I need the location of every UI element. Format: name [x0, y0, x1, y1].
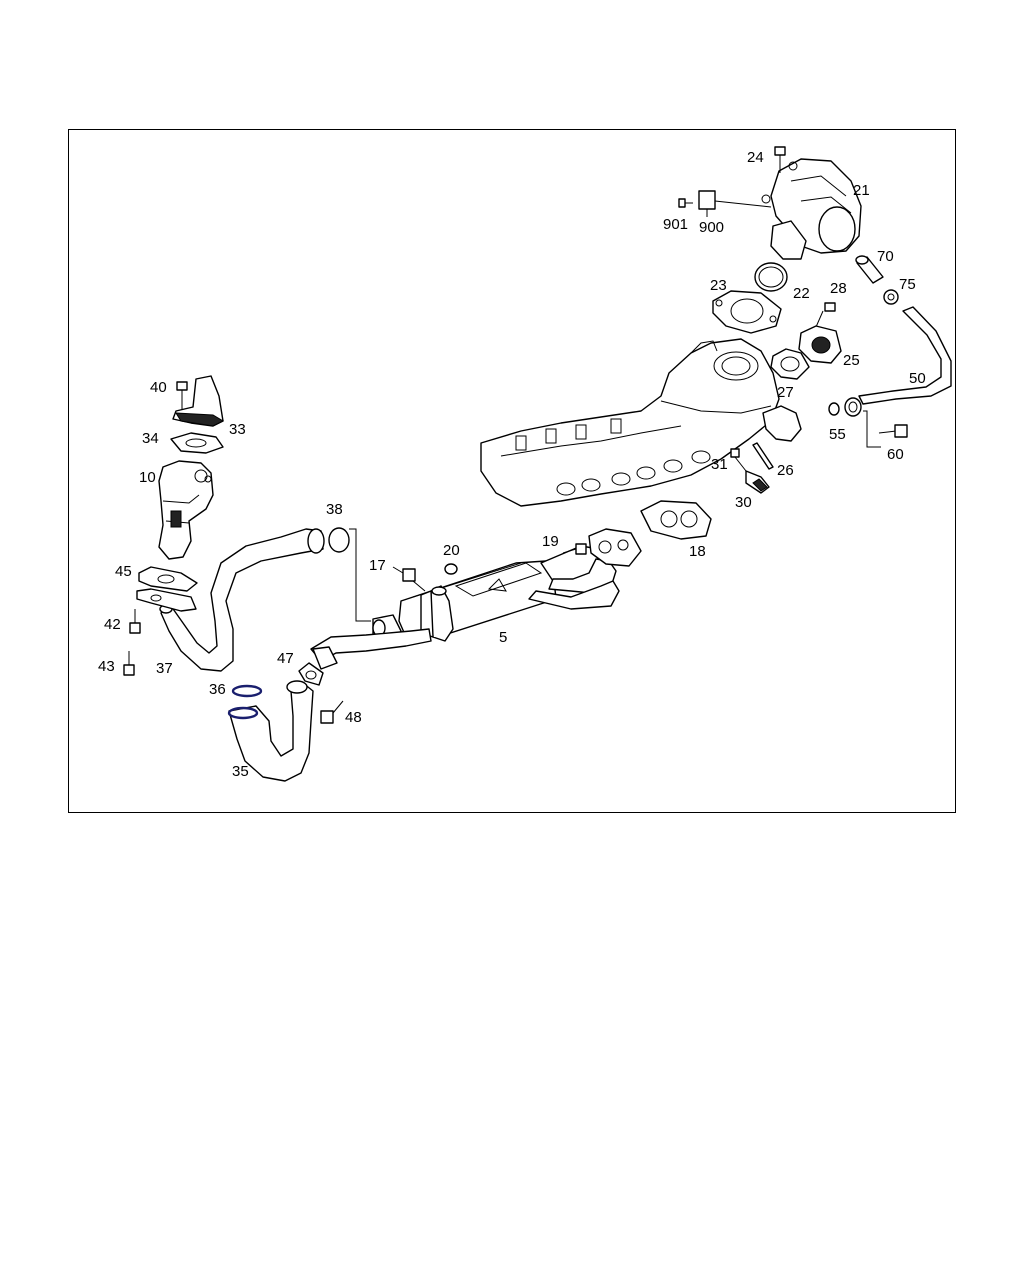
part-50-pipe [858, 306, 952, 405]
part-23-gasket [712, 290, 782, 334]
label-36: 36 [209, 681, 226, 698]
label-900: 900 [699, 219, 724, 236]
part-35-pipe [227, 680, 314, 782]
part-37-pipe [159, 528, 325, 672]
label-31: 31 [711, 456, 728, 473]
label-43: 43 [98, 658, 115, 675]
part-45-gasket [138, 566, 198, 592]
label-40: 40 [150, 379, 167, 396]
label-5: 5 [499, 629, 507, 646]
part-43-bolt [123, 651, 135, 676]
label-28: 28 [830, 280, 847, 297]
part-40-bolt [176, 381, 188, 409]
part-30-clamp [745, 470, 770, 494]
label-17: 17 [369, 557, 386, 574]
part-70-sleeve [855, 255, 884, 284]
part-19-bolt [562, 543, 587, 555]
label-38: 38 [326, 501, 343, 518]
label-30: 30 [735, 494, 752, 511]
part-50-banjo [844, 397, 862, 417]
cylinder-head-outline [480, 338, 780, 507]
part-labels: 24 21 901 900 70 75 23 22 28 25 50 27 55… [98, 149, 926, 780]
part-60-bolt [863, 410, 908, 448]
label-21: 21 [853, 182, 870, 199]
label-23: 23 [710, 277, 727, 294]
part-36-o-ring [231, 684, 263, 698]
label-20: 20 [443, 542, 460, 559]
label-37: 37 [156, 660, 173, 677]
part-5-pipe-flange [312, 646, 338, 670]
part-20-o-ring [444, 563, 458, 575]
part-17-bolt [392, 566, 426, 592]
part-28-bolt [815, 302, 836, 328]
label-35: 35 [232, 763, 249, 780]
diagram-frame: 24 21 901 900 70 75 23 22 28 25 50 27 55… [68, 129, 956, 813]
part-901-pin [678, 198, 693, 208]
part-900-connector [698, 190, 772, 217]
part-38-seal [328, 527, 350, 553]
label-33: 33 [229, 421, 246, 438]
label-26: 26 [777, 462, 794, 479]
label-10: 10 [139, 469, 156, 486]
label-34: 34 [142, 430, 159, 447]
part-10-egr-valve [158, 460, 214, 560]
part-24-bolt [774, 146, 786, 173]
label-24: 24 [747, 149, 764, 166]
label-50: 50 [909, 370, 926, 387]
part-75-nut [883, 289, 899, 305]
part-25-flange [798, 325, 842, 364]
label-42: 42 [104, 616, 121, 633]
part-5-egr-cooler [310, 528, 642, 662]
part-48-bolt [320, 700, 344, 724]
label-18: 18 [689, 543, 706, 560]
part-27-gasket [770, 348, 810, 380]
part-55-washer [828, 402, 840, 416]
label-48: 48 [345, 709, 362, 726]
label-19: 19 [542, 533, 559, 550]
label-27: 27 [777, 384, 794, 401]
head-outlet-stub [762, 405, 802, 442]
label-901: 901 [663, 216, 688, 233]
label-22: 22 [793, 285, 810, 302]
part-34-gasket [170, 432, 224, 454]
label-75: 75 [899, 276, 916, 293]
label-45: 45 [115, 563, 132, 580]
part-42-bolt [129, 609, 141, 634]
label-70: 70 [877, 248, 894, 265]
label-60: 60 [887, 446, 904, 463]
part-26-gasket [752, 442, 774, 470]
label-25: 25 [843, 352, 860, 369]
part-47-gasket [298, 662, 324, 686]
part-31-bolt [730, 448, 747, 472]
part-37-flange [136, 588, 197, 612]
exploded-parts-diagram: 24 21 901 900 70 75 23 22 28 25 50 27 55… [98, 146, 952, 782]
part-33-bracket [172, 375, 225, 427]
label-47: 47 [277, 650, 294, 667]
part-18-gasket [640, 500, 712, 540]
label-55: 55 [829, 426, 846, 443]
part-21-throttle-housing [761, 158, 862, 260]
